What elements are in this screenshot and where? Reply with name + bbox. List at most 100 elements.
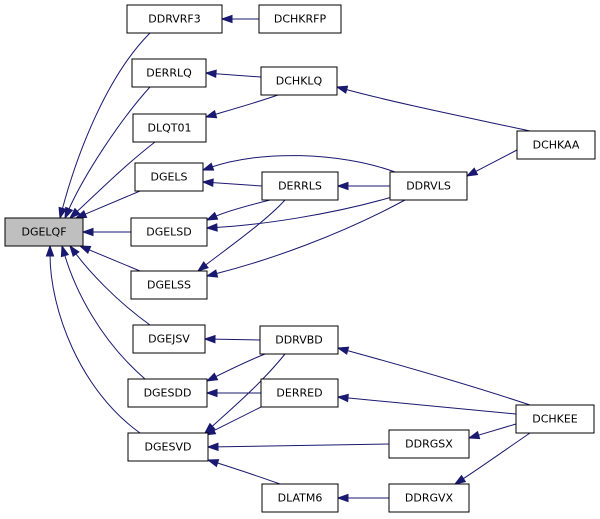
node-dgelqf[interactable]: DGELQF: [4, 217, 84, 247]
edge-line: [210, 353, 286, 428]
edge-dgesvd-to-dgelqf: [45, 244, 141, 434]
node-derrlq[interactable]: DERRLQ: [131, 58, 207, 88]
edge-line: [215, 443, 390, 448]
arrowhead-icon: [201, 162, 215, 171]
node-label: DDRVRF3: [148, 13, 200, 26]
node-dgesvd[interactable]: DGESVD: [127, 432, 209, 462]
node-box: [132, 324, 206, 354]
edge-dgels-to-dgelqf: [74, 190, 141, 219]
node-dgesdd[interactable]: DGESDD: [127, 378, 208, 408]
node-label: DCHKRFP: [274, 13, 327, 26]
edge-dchklq-to-derrlq: [204, 69, 262, 79]
edge-derrlq-to-dgelqf: [64, 86, 151, 220]
arrowhead-icon: [465, 167, 479, 177]
node-box: [126, 4, 223, 34]
edge-dchkee-to-ddrvbd: [336, 346, 531, 406]
node-label: DLATM6: [278, 492, 323, 505]
edge-dchkee-to-derred: [336, 393, 517, 415]
node-derrls[interactable]: DERRLS: [261, 171, 339, 201]
edge-dgesdd-to-dgelqf: [60, 244, 146, 380]
node-dlatm6[interactable]: DLATM6: [261, 483, 339, 513]
arrowhead-icon: [203, 334, 216, 344]
node-label: DGELSS: [147, 279, 191, 292]
edge-derred-to-dgesvd: [203, 404, 266, 436]
node-box: [130, 217, 208, 247]
node-derred[interactable]: DERRED: [260, 378, 339, 408]
node-box: [516, 130, 596, 160]
edge-line: [49, 253, 141, 434]
node-box: [261, 171, 339, 201]
arrowhead-icon: [336, 346, 350, 355]
node-box: [134, 162, 204, 192]
node-label: DCHKAA: [533, 139, 580, 152]
edge-line: [87, 248, 141, 272]
node-label: DGESDD: [144, 387, 192, 400]
node-dlqt01[interactable]: DLQT01: [132, 113, 207, 143]
node-ddrgsx[interactable]: DDRGSX: [388, 429, 470, 459]
node-ddrgvx[interactable]: DDRGVX: [388, 483, 470, 513]
node-ddrvls[interactable]: DDRVLS: [389, 171, 468, 201]
node-dchkaa[interactable]: DCHKAA: [516, 130, 596, 160]
edge-line: [214, 196, 393, 228]
node-box: [515, 404, 595, 434]
edge-dgelss-to-dgelqf: [78, 245, 141, 272]
edge-line: [61, 32, 151, 211]
node-dchkee[interactable]: DCHKEE: [515, 404, 595, 434]
node-box: [260, 66, 338, 96]
edge-line: [75, 141, 156, 213]
edge-dlatm6-to-dgesvd: [206, 459, 281, 485]
edge-dgejsv-to-dgelqf: [69, 244, 151, 326]
arrowhead-icon: [220, 14, 233, 24]
node-dgels[interactable]: DGELS: [134, 162, 204, 192]
node-dgelss[interactable]: DGELSS: [130, 270, 208, 300]
node-label: DGELS: [150, 171, 187, 184]
edge-ddrvbd-to-dgesdd: [205, 353, 266, 382]
arrowhead-icon: [68, 207, 81, 219]
edge-derred-to-dgesdd: [205, 388, 261, 398]
edge-line: [213, 94, 279, 116]
edge-ddrvls-to-dgels: [201, 155, 396, 173]
edge-derrls-to-dgels: [201, 178, 263, 188]
edge-line: [63, 253, 146, 380]
edge-ddrgsx-to-dgesvd: [206, 442, 390, 452]
node-dgelsd[interactable]: DGELSD: [130, 217, 208, 247]
node-ddrvrf3[interactable]: DDRVRF3: [126, 4, 223, 34]
arrowhead-icon: [206, 442, 219, 452]
node-dgejsv[interactable]: DGEJSV: [132, 324, 206, 354]
node-dchklq[interactable]: DCHKLQ: [260, 66, 338, 96]
edge-line: [213, 73, 262, 78]
edge-line: [461, 432, 531, 481]
edge-derrls-to-dgelsd: [205, 199, 271, 221]
node-box: [127, 432, 209, 462]
node-box: [260, 378, 339, 408]
edge-ddrvrf3-to-dgelqf: [58, 32, 151, 220]
node-box: [132, 113, 207, 143]
node-label: DDRVBD: [275, 334, 323, 347]
edge-line: [214, 199, 406, 275]
edge-line: [345, 349, 531, 406]
node-label: DDRGVX: [405, 492, 454, 505]
arrowhead-icon: [336, 181, 349, 191]
edge-line: [74, 252, 151, 326]
node-box: [389, 171, 468, 201]
edge-line: [213, 353, 266, 378]
arrowhead-icon: [81, 227, 94, 237]
arrowhead-icon: [196, 261, 209, 272]
node-label: DCHKLQ: [276, 75, 323, 88]
arrowhead-icon: [205, 372, 219, 382]
node-label: DGESVD: [145, 441, 192, 454]
edge-line: [67, 86, 151, 211]
node-box: [4, 217, 84, 247]
edge-line: [214, 199, 271, 218]
node-ddrvbd[interactable]: DDRVBD: [259, 325, 339, 355]
arrowhead-icon: [453, 474, 467, 485]
node-box: [388, 429, 470, 459]
edge-ddrvls-to-dgelsd: [205, 196, 393, 232]
edge-line: [210, 182, 263, 187]
node-dchkrfp[interactable]: DCHKRFP: [258, 4, 342, 34]
node-label: DGEJSV: [148, 333, 190, 346]
edge-ddrvbd-to-dgejsv: [203, 334, 261, 344]
node-box: [388, 483, 470, 513]
arrowhead-icon: [206, 459, 220, 468]
